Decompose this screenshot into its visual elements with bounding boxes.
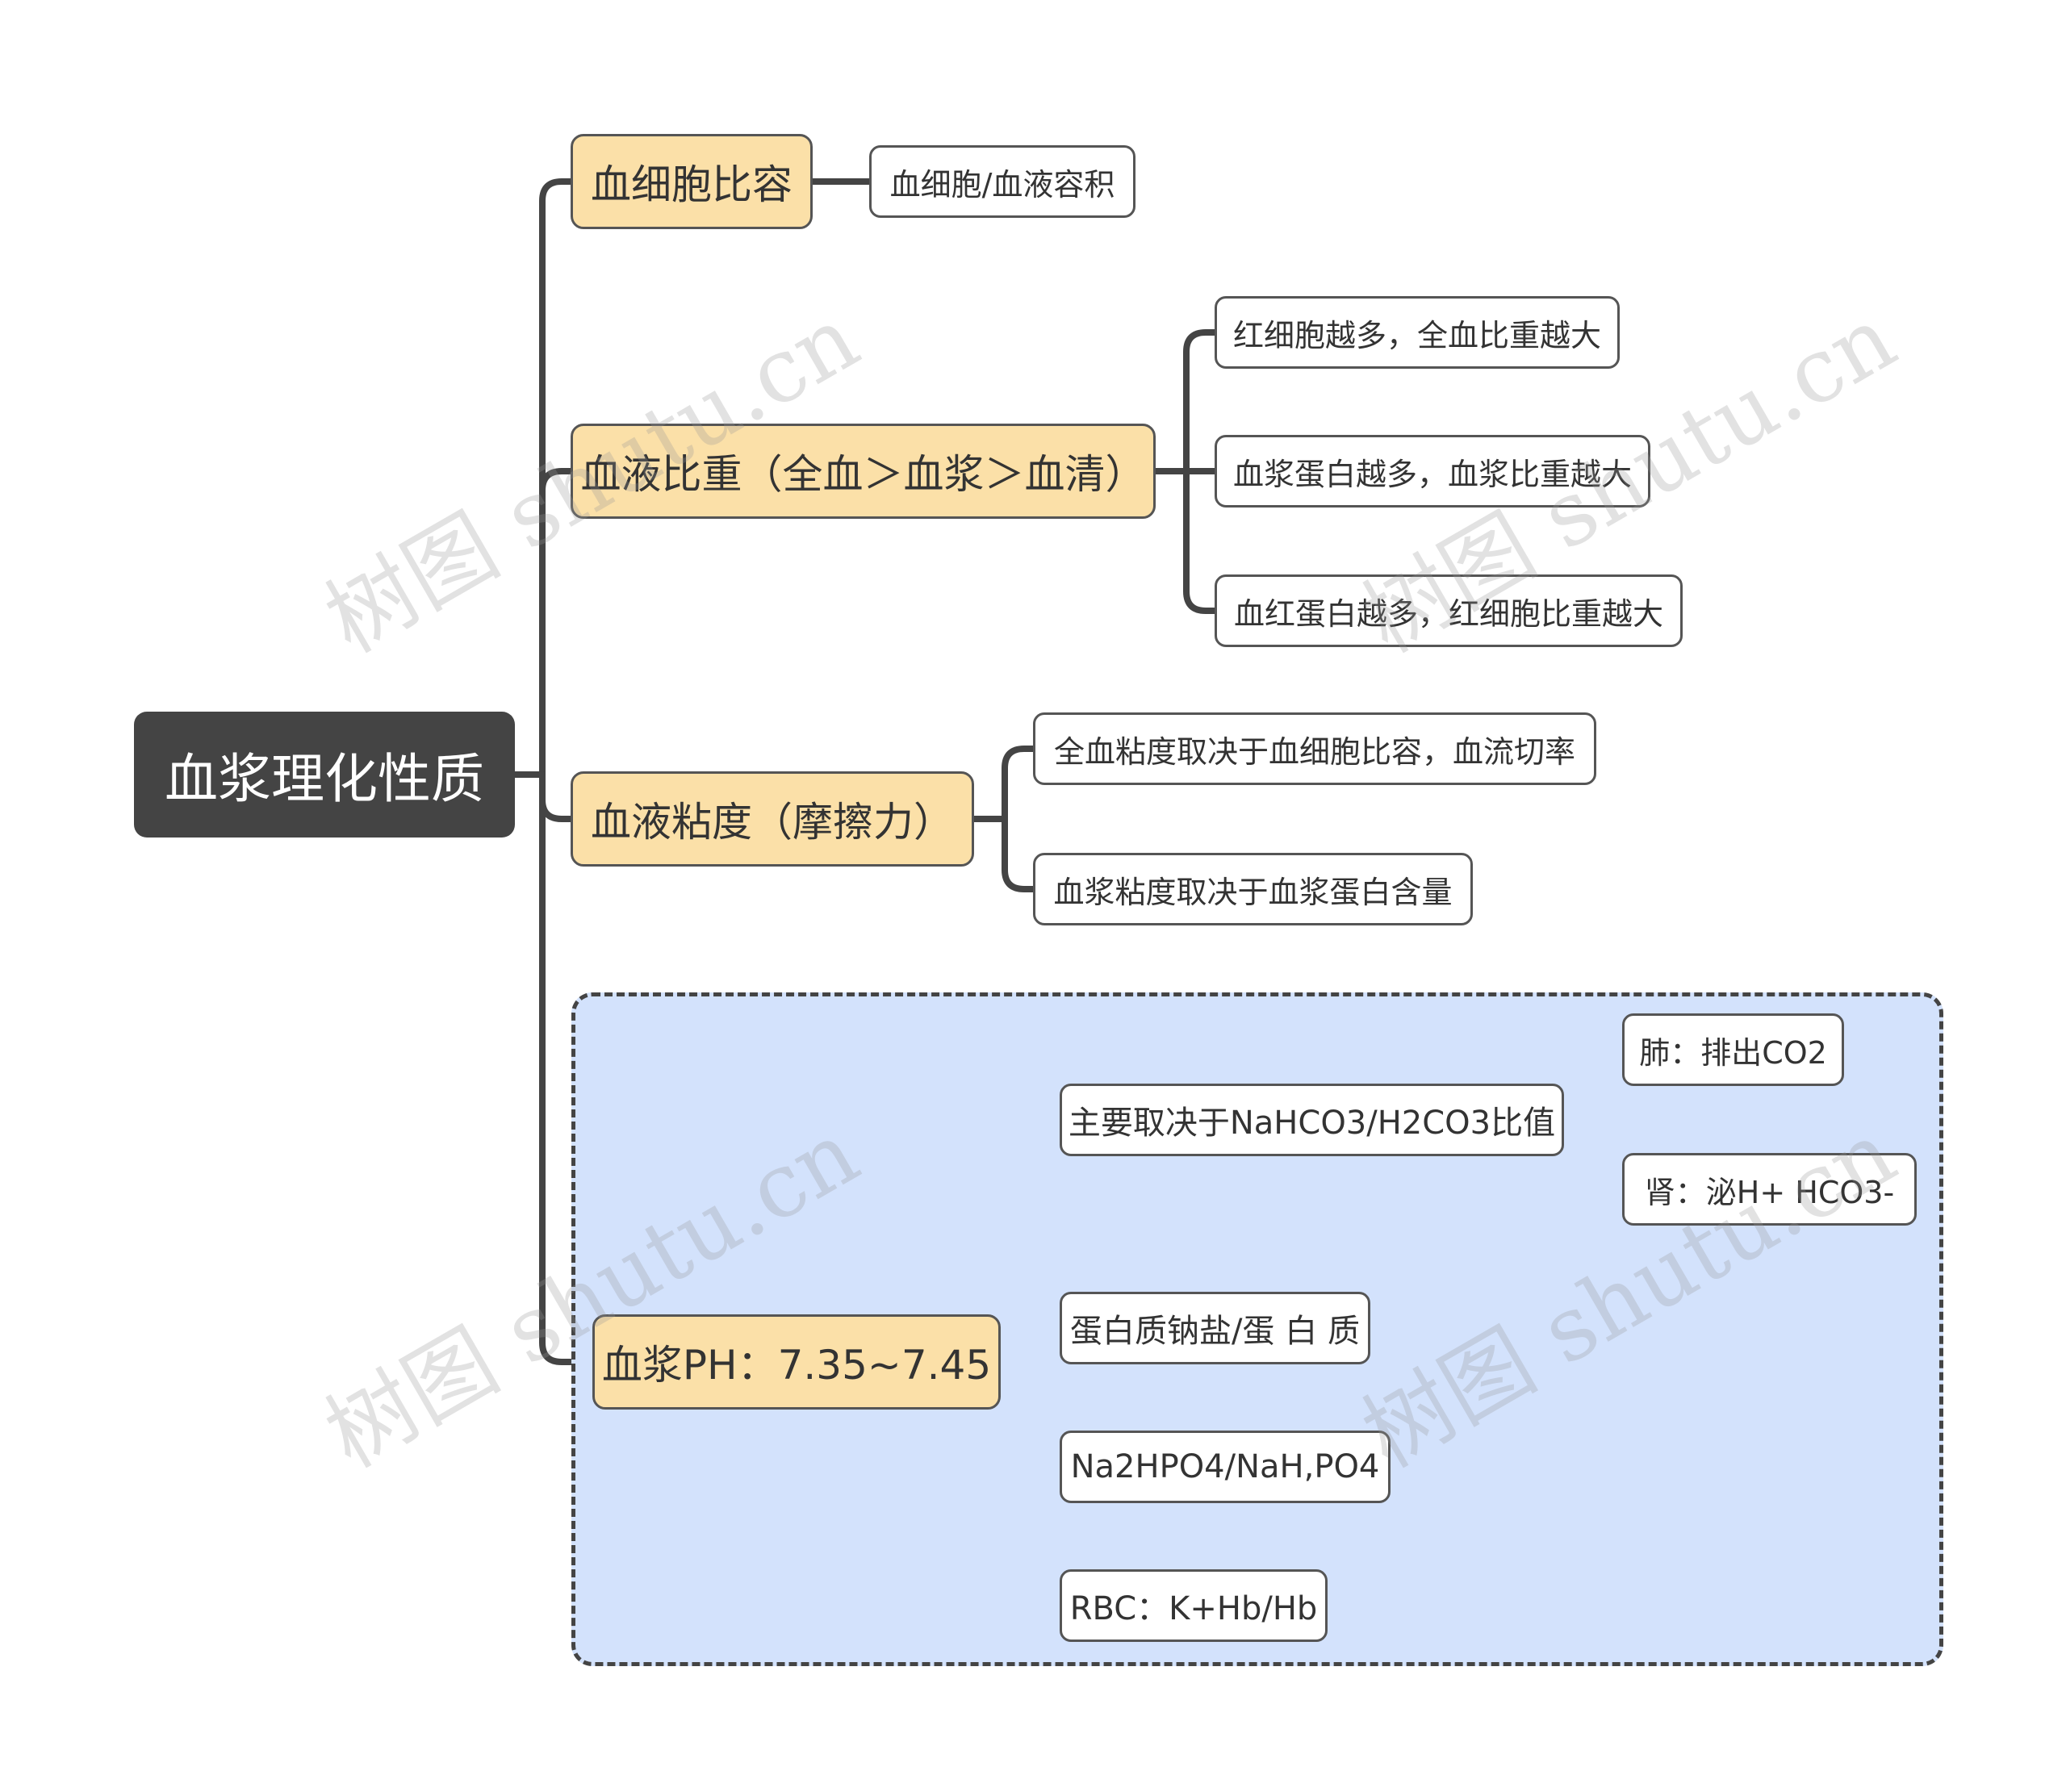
root-connector-link-3: [539, 771, 596, 1365]
root-connector-link-0: [539, 178, 574, 778]
leaf-rbc-gravity[interactable]: 红细胞越多，全血比重越大: [1215, 296, 1620, 369]
gravity-connector-link-2: [1183, 468, 1218, 614]
leaf-kidney[interactable]: 肾：泌H+ HCO3-: [1622, 1153, 1917, 1226]
leaf-plasma-viscosity[interactable]: 血浆粘度取决于血浆蛋白含量: [1033, 853, 1473, 925]
leaf-hemoglobin-gravity[interactable]: 血红蛋白越多，红细胞比重越大: [1215, 574, 1683, 647]
branch-plasma-ph[interactable]: 血浆PH：7.35~7.45: [592, 1314, 1001, 1410]
branch-specific-gravity[interactable]: 血液比重（全血＞血浆＞血清）: [571, 424, 1156, 519]
node-protein-salt[interactable]: 蛋白质钠盐/蛋 白 质: [1060, 1292, 1370, 1364]
node-phosphate[interactable]: Na2HPO4/NaH,PO4: [1060, 1431, 1391, 1503]
branch-hematocrit[interactable]: 血细胞比容: [571, 134, 813, 229]
viscosity-connector-link-1: [1002, 816, 1036, 892]
gravity-connector-link-0: [1183, 329, 1218, 474]
viscosity-connector-link-0: [1002, 746, 1036, 822]
leaf-hematocrit-definition[interactable]: 血细胞/血液容积: [869, 145, 1135, 218]
node-rbc-buffer[interactable]: RBC：K+Hb/Hb: [1060, 1569, 1328, 1642]
root-connector-link-2: [539, 771, 574, 822]
leaf-lung[interactable]: 肺：排出CO2: [1622, 1013, 1844, 1086]
leaf-plasma-gravity[interactable]: 血浆蛋白越多，血浆比重越大: [1215, 435, 1650, 508]
root-node[interactable]: 血浆理化性质: [134, 712, 515, 838]
leaf-blood-viscosity[interactable]: 全血粘度取决于血细胞比容，血流切率: [1033, 712, 1596, 785]
node-bicarbonate-ratio[interactable]: 主要取决于NaHCO3/H2CO3比值: [1060, 1084, 1564, 1156]
root-connector-link-1: [539, 468, 574, 778]
branch-viscosity[interactable]: 血液粘度（摩擦力）: [571, 771, 974, 867]
